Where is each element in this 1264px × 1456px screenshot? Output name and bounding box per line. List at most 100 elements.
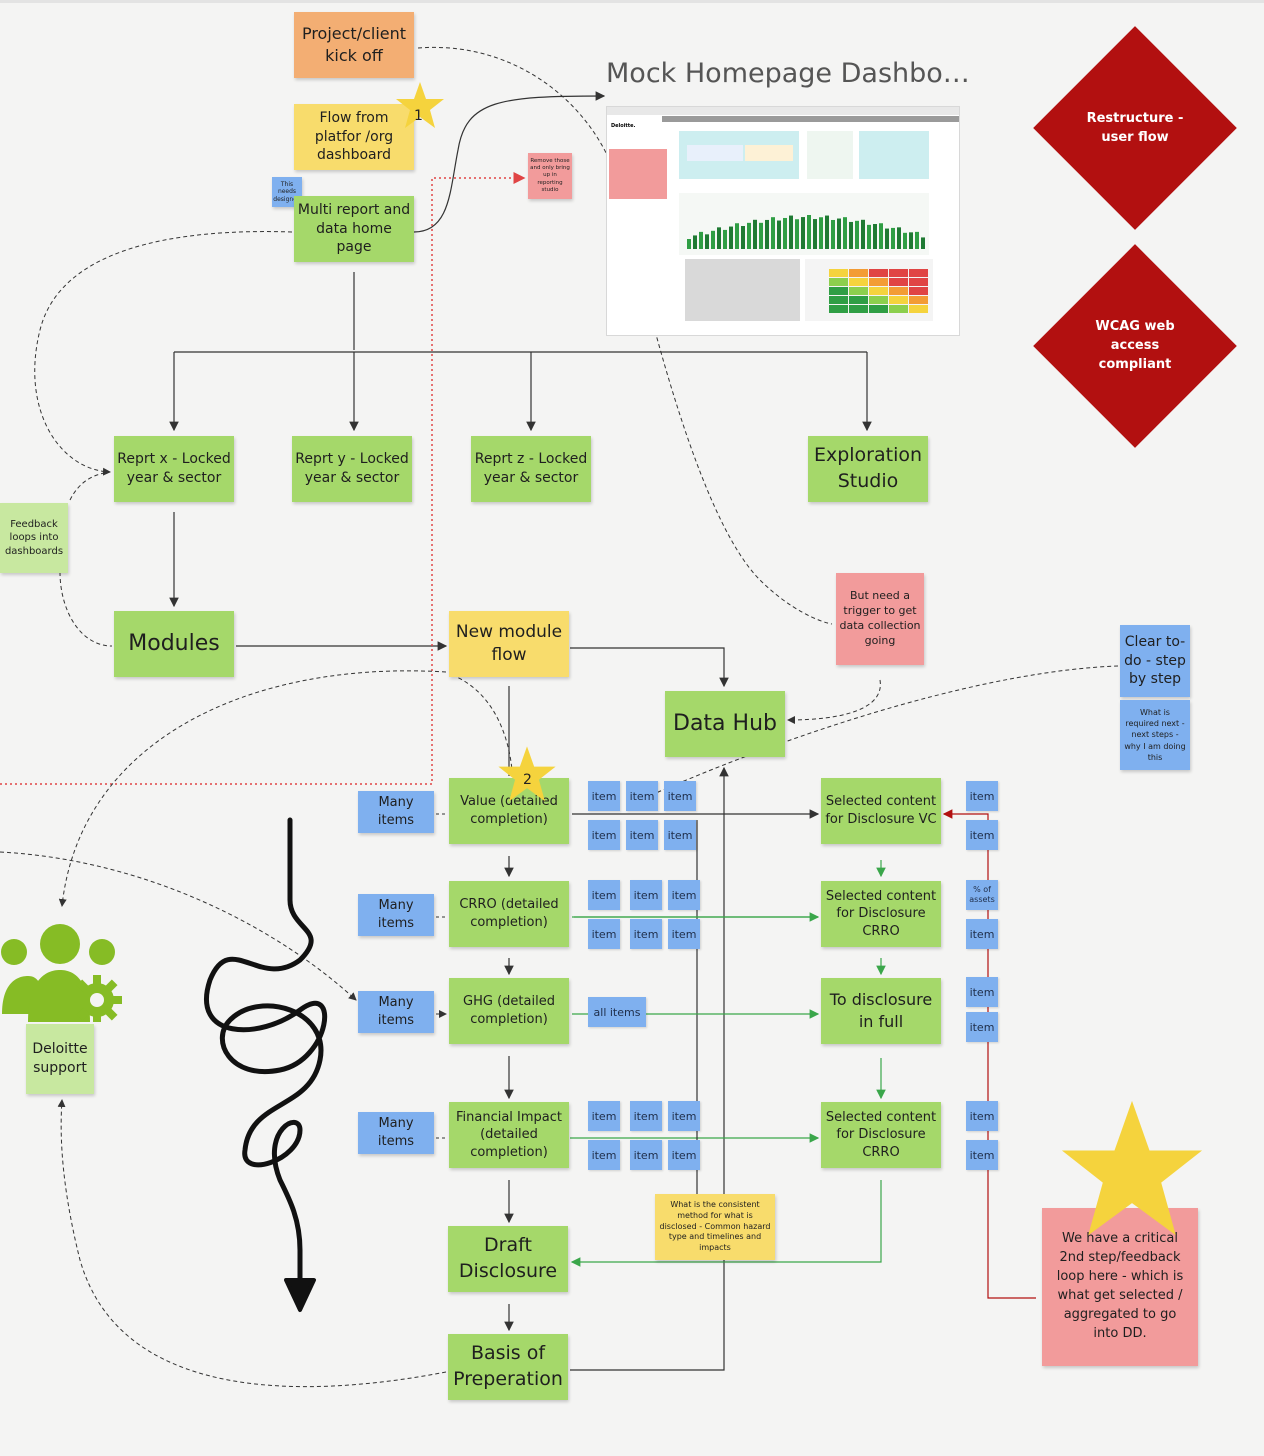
deloitte-support-note[interactable]: Deloitte support — [26, 1024, 94, 1094]
item-fin-4[interactable]: item — [588, 1140, 620, 1170]
new-module-flow-note[interactable]: New module flow — [449, 611, 569, 677]
item-right-5[interactable]: item — [966, 1012, 998, 1042]
many-items-value[interactable]: Many items — [358, 791, 434, 833]
edge-basis-to-datahub — [570, 766, 729, 1371]
report-x-note[interactable]: Reprt x - Locked year & sector — [114, 436, 234, 502]
item-right-4[interactable]: item — [966, 977, 998, 1007]
feedback-loops-note[interactable]: Feedback loops into dashboards — [0, 503, 68, 573]
mock-bar — [891, 227, 895, 249]
selected-vc-note[interactable]: Selected content for Disclosure VC — [821, 778, 941, 844]
people-gear-icon — [1, 924, 122, 1022]
mock-bar — [825, 215, 829, 249]
restructure-label: Restructure - user flow — [1086, 111, 1184, 145]
item-value-5[interactable]: item — [626, 820, 658, 850]
item-crro-2[interactable]: item — [630, 880, 662, 910]
item-crro-4[interactable]: item — [588, 919, 620, 949]
canvas-top-strip — [0, 0, 1264, 3]
mock-bar — [765, 219, 769, 249]
selected-crro2-note[interactable]: Selected content for Disclosure CRRO — [821, 1102, 941, 1168]
item-value-4[interactable]: item — [588, 820, 620, 850]
edge-trigger-hub — [787, 679, 881, 724]
item-right-pct-assets[interactable]: % of assets — [966, 880, 998, 910]
basis-preparation-note[interactable]: Basis of Preperation — [448, 1334, 568, 1400]
mock-dashboard-thumbnail[interactable]: Deloitte. — [606, 106, 960, 336]
value-note[interactable]: Value (detailed completion) — [449, 778, 569, 844]
item-right-2[interactable]: item — [966, 820, 998, 850]
mock-heat-cell — [829, 296, 848, 304]
mock-heat-cell — [889, 287, 908, 295]
item-right-7[interactable]: item — [966, 1140, 998, 1170]
trigger-note[interactable]: But need a trigger to get data collectio… — [836, 573, 924, 665]
item-fin-3[interactable]: item — [668, 1101, 700, 1131]
mock-bar — [813, 219, 817, 249]
crro-note[interactable]: CRRO (detailed completion) — [449, 881, 569, 947]
financial-impact-note[interactable]: Financial Impact (detailed completion) — [449, 1102, 569, 1168]
edge-left-to-manyitems — [0, 851, 357, 1001]
squiggle-arrow — [204, 817, 328, 1293]
edge-newflow-value — [451, 674, 513, 771]
critical-feedback-note[interactable]: We have a critical 2nd step/feedback loo… — [1042, 1208, 1198, 1366]
item-fin-6[interactable]: item — [668, 1140, 700, 1170]
to-disclosure-note[interactable]: To disclosure in full — [821, 978, 941, 1044]
mock-bar — [843, 217, 847, 249]
item-fin-2[interactable]: item — [630, 1101, 662, 1131]
squiggle-arrowhead — [284, 1278, 316, 1312]
star-1-label: 1 — [414, 108, 423, 124]
edge-critical-loop — [942, 809, 1036, 1299]
many-items-ghg[interactable]: Many items — [358, 991, 434, 1033]
item-value-2[interactable]: item — [626, 781, 658, 811]
mock-bar — [789, 215, 793, 249]
mock-heat-cell — [849, 305, 868, 313]
item-right-6[interactable]: item — [966, 1101, 998, 1131]
item-value-1[interactable]: item — [588, 781, 620, 811]
mock-bar — [747, 222, 751, 249]
report-y-note[interactable]: Reprt y - Locked year & sector — [292, 436, 412, 502]
report-z-note[interactable]: Reprt z - Locked year & sector — [471, 436, 591, 502]
star-1-icon — [396, 82, 444, 128]
mock-heatmap — [829, 269, 928, 313]
mock-heat-cell — [869, 287, 888, 295]
item-crro-1[interactable]: item — [588, 880, 620, 910]
mock-heat-cell — [889, 269, 908, 277]
mock-bar — [801, 217, 805, 249]
ghg-note[interactable]: GHG (detailed completion) — [449, 978, 569, 1044]
draft-disclosure-note[interactable]: Draft Disclosure — [448, 1226, 568, 1292]
edge-newflow-support — [58, 670, 447, 907]
flow-platform-note[interactable]: Flow from platfor /org dashboard — [294, 104, 414, 170]
edge-selected-to-draft — [570, 1180, 882, 1267]
modules-note[interactable]: Modules — [114, 611, 234, 677]
remove-those-note[interactable]: Remove those and only bring up in report… — [528, 153, 572, 199]
item-crro-3[interactable]: item — [668, 880, 700, 910]
item-fin-5[interactable]: item — [630, 1140, 662, 1170]
item-crro-5[interactable]: item — [630, 919, 662, 949]
item-crro-6[interactable]: item — [668, 919, 700, 949]
mock-heat-cell — [909, 278, 928, 286]
mock-bar — [741, 226, 745, 249]
mock-bar — [915, 231, 919, 249]
item-ghg-all[interactable]: all items — [588, 997, 646, 1027]
item-value-3[interactable]: item — [664, 781, 696, 811]
multi-report-note[interactable]: Multi report and data home page — [294, 196, 414, 262]
item-value-6[interactable]: item — [664, 820, 696, 850]
data-hub-note[interactable]: Data Hub — [665, 691, 785, 757]
mock-bar — [873, 224, 877, 249]
clear-todo-note[interactable]: Clear to-do - step by step — [1120, 625, 1190, 697]
exploration-studio-note[interactable]: Exploration Studio — [808, 436, 928, 502]
mock-bar — [861, 219, 865, 249]
consistent-method-note[interactable]: What is the consistent method for what i… — [655, 1194, 775, 1260]
item-right-1[interactable]: item — [966, 781, 998, 811]
item-right-3[interactable]: item — [966, 919, 998, 949]
edge-home-to-mock — [413, 91, 606, 233]
item-fin-1[interactable]: item — [588, 1101, 620, 1131]
edge-home-left-loop — [34, 231, 293, 476]
selected-crro-note[interactable]: Selected content for Disclosure CRRO — [821, 881, 941, 947]
edge-feedback-modules — [59, 571, 113, 647]
mock-bar — [783, 217, 787, 249]
many-items-crro[interactable]: Many items — [358, 894, 434, 936]
kickoff-note[interactable]: Project/client kick off — [294, 12, 414, 78]
many-items-financial[interactable]: Many items — [358, 1112, 434, 1154]
what-required-note[interactable]: What is required next - next steps - why… — [1120, 700, 1190, 770]
mock-bar — [819, 217, 823, 249]
mock-bar — [867, 224, 871, 249]
mock-heat-cell — [849, 296, 868, 304]
